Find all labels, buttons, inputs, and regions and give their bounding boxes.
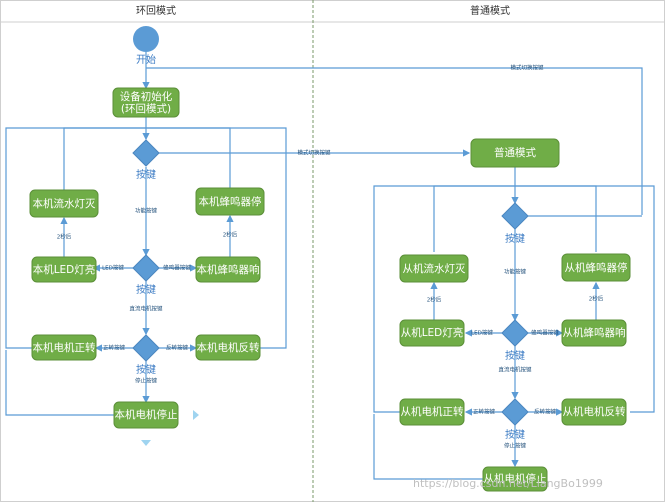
label-forward-left: 正转按键 <box>103 344 126 352</box>
svg-text:从机电机正转: 从机电机正转 <box>401 405 464 418</box>
decision-key-right-1 <box>501 202 529 230</box>
svg-text:从机蜂鸣器响: 从机蜂鸣器响 <box>563 326 626 339</box>
decision-key-right-1-label: 按键 <box>505 232 525 245</box>
left-motor-forward-node: 本机电机正转 <box>31 334 97 361</box>
right-buzzer-sound-node: 从机蜂鸣器响 <box>561 319 627 347</box>
decision-key-right-3 <box>501 398 529 426</box>
lane-title-normal: 普通模式 <box>470 4 510 17</box>
svg-text:本机蜂鸣器响: 本机蜂鸣器响 <box>197 263 260 276</box>
label-reverse-right: 反转按键 <box>534 408 557 416</box>
label-delay-right-2: 2秒后 <box>589 295 604 303</box>
left-led-on-node: 本机LED灯亮 <box>31 256 97 283</box>
label-mode-switch-mid: 模式切换按键 <box>297 149 331 157</box>
decision-key-left-3 <box>132 334 160 362</box>
label-delay-left-2: 2秒后 <box>223 231 238 239</box>
label-led-right: LED按键 <box>471 329 493 337</box>
label-stop-left: 停止按键 <box>135 377 158 385</box>
normal-mode-node: 普通模式 <box>470 138 560 168</box>
left-motor-reverse-node: 本机电机反转 <box>195 334 261 361</box>
right-motor-forward-node: 从机电机正转 <box>399 398 465 426</box>
svg-text:从机电机停止: 从机电机停止 <box>484 472 547 485</box>
svg-text:从机LED灯亮: 从机LED灯亮 <box>401 326 464 339</box>
label-motor-left: 直流电机按键 <box>129 305 163 313</box>
decision-key-right-2 <box>501 319 529 347</box>
start-label: 开始 <box>136 53 156 66</box>
right-motor-stop-node: 从机电机停止 <box>482 466 548 492</box>
decision-key-left-3-label: 按键 <box>136 363 156 376</box>
right-motor-reverse-node: 从机电机反转 <box>561 398 627 426</box>
label-buzzer-right: 蜂鸣器按键 <box>531 329 559 337</box>
decision-key-left-1 <box>132 139 160 167</box>
decision-key-right-2-label: 按键 <box>505 349 525 362</box>
svg-text:普通模式: 普通模式 <box>494 146 536 159</box>
lane-title-loopback: 环回模式 <box>136 4 176 17</box>
decision-key-left-1-label: 按键 <box>136 168 156 181</box>
watermark: https://blog.csdn.net/LiangBo1999 <box>413 477 603 490</box>
left-flow-light-off-node: 本机流水灯灭 <box>29 189 99 218</box>
svg-text:本机LED灯亮: 本机LED灯亮 <box>33 263 96 276</box>
label-mode-switch-top: 模式切换按键 <box>510 64 544 72</box>
label-buzzer-left: 蜂鸣器按键 <box>163 264 191 272</box>
decision-key-left-2 <box>132 254 160 282</box>
label-forward-right: 正转按键 <box>473 408 496 416</box>
init-label-line1: 设备初始化 <box>120 90 173 103</box>
svg-text:本机电机停止: 本机电机停止 <box>115 408 178 421</box>
right-led-on-node: 从机LED灯亮 <box>399 319 465 347</box>
left-motor-stop-node: 本机电机停止 <box>113 401 179 429</box>
left-buzzer-sound-node: 本机蜂鸣器响 <box>195 256 261 283</box>
svg-text:从机电机反转: 从机电机反转 <box>563 405 626 418</box>
label-function-right: 功能按键 <box>504 268 527 276</box>
start-node <box>133 26 159 52</box>
svg-text:本机电机反转: 本机电机反转 <box>197 341 260 354</box>
svg-text:从机蜂鸣器停: 从机蜂鸣器停 <box>565 261 628 274</box>
connector-labels: 模式切换按键 模式切换按键 功能按键 功能按键 LED按键 LED按键 蜂鸣器按… <box>57 64 604 450</box>
label-reverse-left: 反转按键 <box>166 344 189 352</box>
left-buzzer-stop-node: 本机蜂鸣器停 <box>195 187 265 216</box>
label-function-left: 功能按键 <box>135 207 158 215</box>
label-delay-right-1: 2秒后 <box>427 296 442 304</box>
label-delay-left-1: 2秒后 <box>57 233 72 241</box>
right-flow-light-off-node: 从机流水灯灭 <box>399 254 469 283</box>
svg-text:本机蜂鸣器停: 本机蜂鸣器停 <box>199 195 262 208</box>
label-led-left: LED按键 <box>102 264 124 272</box>
decision-key-left-2-label: 按键 <box>136 283 156 296</box>
svg-text:从机流水灯灭: 从机流水灯灭 <box>403 262 466 275</box>
connectors <box>5 52 655 480</box>
decision-key-right-3-label: 按键 <box>505 428 525 441</box>
init-label-line2: (环回模式) <box>121 102 171 115</box>
init-node: 设备初始化 (环回模式) <box>112 87 180 118</box>
label-motor-right: 直流电机按键 <box>498 366 532 374</box>
svg-text:本机电机正转: 本机电机正转 <box>33 341 96 354</box>
label-stop-right: 停止按键 <box>504 442 527 450</box>
right-buzzer-stop-node: 从机蜂鸣器停 <box>561 253 631 282</box>
svg-text:本机流水灯灭: 本机流水灯灭 <box>33 197 96 210</box>
